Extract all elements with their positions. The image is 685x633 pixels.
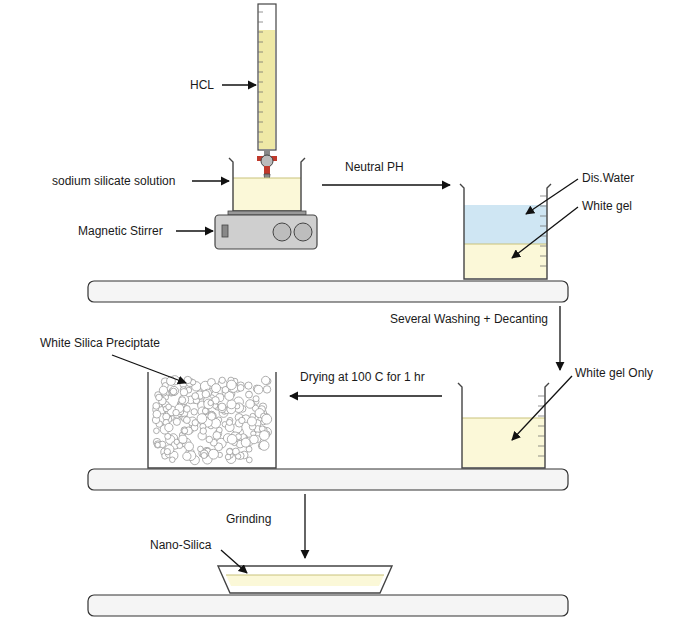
product-label: Nano-Silica: [150, 538, 211, 552]
bench-shelf: [88, 469, 568, 490]
beaker: [229, 158, 305, 211]
beaker: [458, 383, 549, 468]
leader-arrow: [512, 207, 578, 258]
step-label: Drying at 100 C for 1 hr: [300, 370, 425, 384]
callout-label: White gel Only: [575, 366, 653, 380]
step-label: Neutral PH: [345, 160, 404, 174]
magnetic-stirrer: [215, 211, 317, 249]
callout-label: sodium silicate solution: [52, 174, 175, 188]
step-arrow: [290, 395, 442, 396]
leader-arrow: [192, 180, 229, 181]
burette: [257, 4, 277, 188]
beaker: [460, 184, 551, 279]
arrows: [112, 85, 578, 573]
leader-arrow: [176, 230, 213, 231]
callout-label: White gel: [582, 199, 632, 213]
bench-shelf: [88, 595, 568, 616]
step-label: Grinding: [226, 512, 271, 526]
drying-tray: [148, 372, 276, 468]
leader-arrow: [221, 550, 247, 573]
callout-label: White Silica Preciptate: [40, 336, 160, 350]
step-arrow: [559, 306, 560, 370]
leader-arrow: [112, 355, 186, 383]
reagent-label: HCL: [190, 78, 214, 92]
step-arrow: [322, 184, 450, 185]
bench-shelf: [88, 281, 568, 302]
callout-label: Magnetic Stirrer: [78, 224, 163, 238]
step-label: Several Washing + Decanting: [390, 312, 548, 326]
leader-arrow: [512, 376, 572, 440]
leader-arrow: [222, 84, 256, 85]
leader-arrow: [526, 179, 578, 214]
step-arrow: [304, 494, 305, 558]
callout-label: Dis.Water: [582, 171, 634, 185]
